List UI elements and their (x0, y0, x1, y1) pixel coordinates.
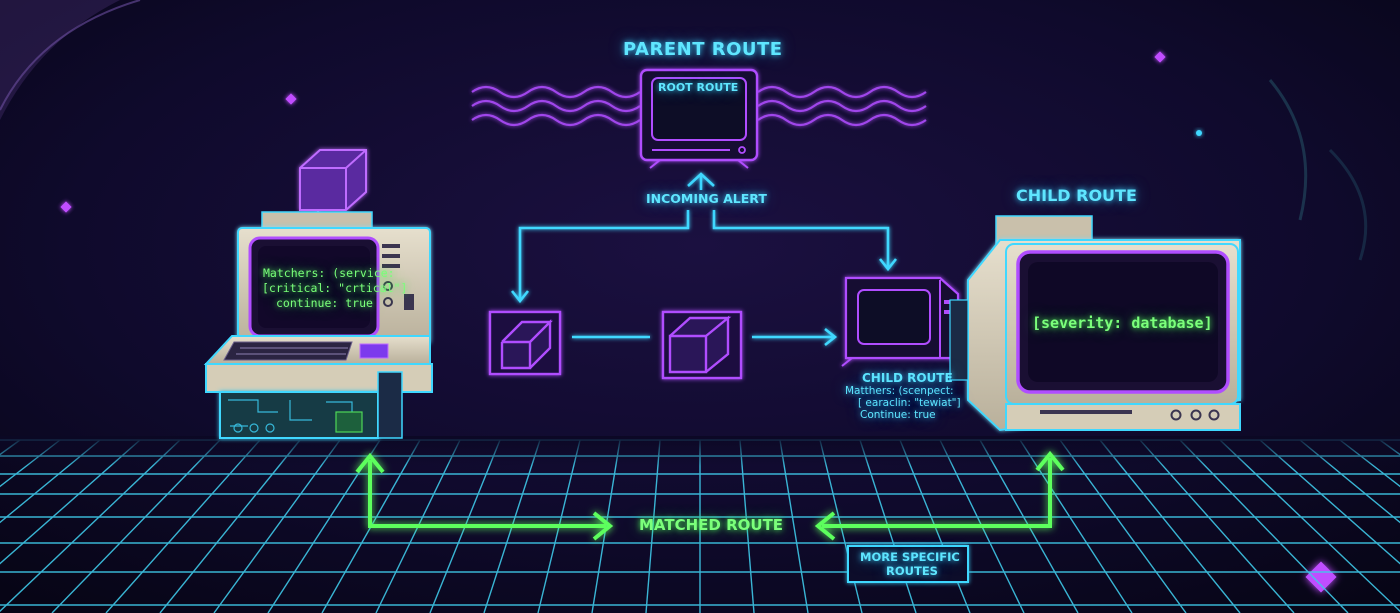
root-route-label: ROOT ROUTE (658, 82, 738, 93)
child-route-top-label: CHILD ROUTE (1016, 188, 1137, 204)
incoming-alert-label: INCOMING ALERT (646, 193, 767, 206)
child-route-small-title: CHILD ROUTE (862, 372, 953, 384)
big-screen-label: [severity: database] (1032, 316, 1213, 331)
child-route-small-line2: [ earaclin: "tewiat"] (858, 398, 961, 409)
parent-route-label: PARENT ROUTE (623, 41, 783, 59)
child-route-small-line3: Continue: true (860, 410, 936, 421)
left-terminal-line3: continue: true (276, 298, 373, 310)
more-specific-line1: MORE SPECIFIC (860, 552, 960, 564)
child-route-small-monitor (842, 278, 958, 366)
grid-horizon-fade (0, 436, 1400, 466)
left-terminal-line2: [critical: "crtical"] (262, 283, 407, 295)
more-specific-line2: ROUTES (886, 566, 938, 578)
cube-left (490, 312, 560, 374)
cube-middle (663, 312, 741, 378)
left-terminal-line1: Matchers: (service: (263, 268, 395, 280)
matched-route-label: MATCHED ROUTE (639, 518, 783, 533)
child-route-small-line1: Matthers: (scenpect: (845, 386, 954, 397)
